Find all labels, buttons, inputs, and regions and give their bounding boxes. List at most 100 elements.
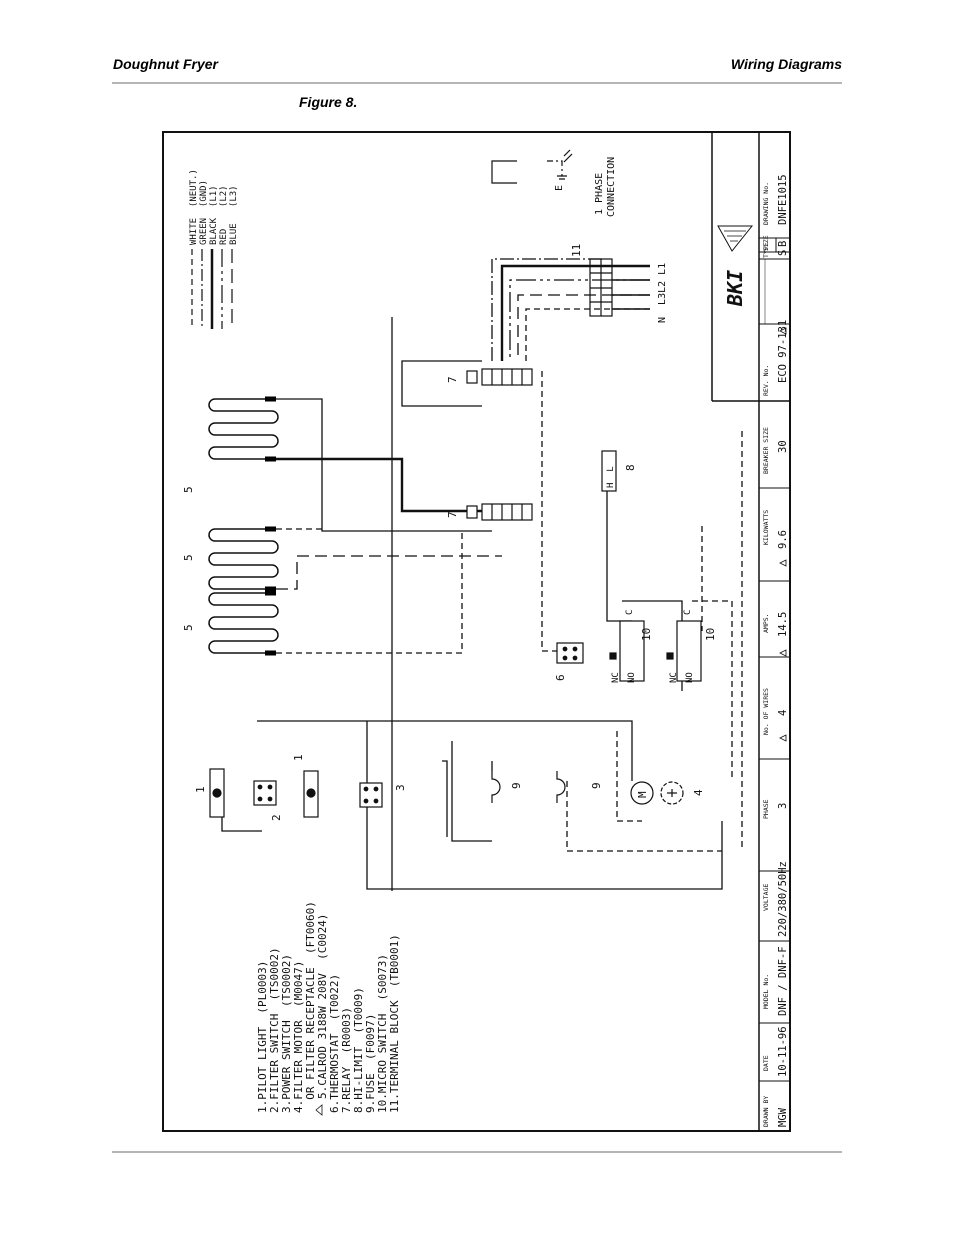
relay-7-top [466,368,533,386]
wire-neutral-main [525,308,650,361]
part-9: 9.FUSE (F0097) [364,1014,377,1113]
value-wires: 4 [777,710,789,716]
value-size: B [777,241,789,247]
part-10: 10.MICRO SWITCH (S0073) [376,954,389,1113]
wires [221,258,743,891]
label-no-a: NO [627,672,637,683]
micro-switch-10a [609,620,645,682]
diagram-frame [162,131,791,1132]
bki-logo-text: BKI [723,270,747,307]
part-7: 7.RELAY (R0003) [340,1007,353,1113]
wire-elem-3 [276,555,502,590]
wire-bottom-3 [566,781,722,852]
part-4b: OR FILTER RECEPTACLE (FT0060) [304,901,317,1113]
part-5: 5.CALROD 3188W 208V (C0024) [316,914,329,1099]
part-1: 1.PILOT LIGHT (PL0003) [256,961,269,1113]
value-kw: 9.6 [777,530,789,549]
callout-9a: 9 [510,782,523,789]
footer-rule [112,1151,842,1153]
title-block [711,131,790,1130]
title-block-labels: DRAWN BY DATE MODEL No. VOLTAGE PHASE No… [762,182,770,1127]
legend-white: WHITE (NEUT.) [189,169,199,245]
calrod-2 [208,528,279,590]
wire-thermostat [541,371,572,652]
label-c-b: C [683,610,693,615]
micro-switch-10b [666,620,702,682]
one-phase-connection [491,149,573,184]
filter-switch-2 [253,780,277,806]
label-type: TYPE [762,242,770,258]
callout-10b: 10 [704,628,717,641]
wire-relay-feed [276,398,492,532]
callout-6: 6 [554,674,567,681]
header-title: Doughnut Fryer [113,56,218,72]
parts-list: 1.PILOT LIGHT (PL0003) 2.FILTER SWITCH (… [256,901,401,1116]
logo-stripes-icon [724,230,746,242]
figure-caption: Figure 8. [299,94,358,110]
label-amps: AMPS. [762,613,770,633]
part-8: 8.HI-LIMIT (T0009) [352,987,365,1113]
bki-logo: BKI [717,225,754,307]
callout-8: 8 [624,464,637,471]
label-no-b: NO [685,672,695,683]
label-voltage: VOLTAGE [762,884,770,911]
wire-elem-4 [276,531,463,654]
calrod-1 [208,398,279,460]
header-rule [112,82,842,84]
value-drawn-by: MGW [777,1107,789,1127]
power-switch-3 [359,782,383,808]
hi-limit-label: H L [606,466,616,488]
one-phase-labels: E 1 PHASE CONNECTION [554,157,617,217]
revision-triangles [779,327,787,742]
wire-blue-main [517,294,650,361]
part-3: 3.POWER SWITCH (TS0002) [280,954,293,1113]
thermostat-6 [556,642,584,664]
wire-legend: WHITE (NEUT.) GREEN (GND) BLACK (L1) RED… [189,169,239,329]
wire-elem-1 [276,457,492,513]
wire-micro-2 [692,600,733,781]
value-drawing: DNFE1015 [777,174,789,225]
ground-label: E [554,185,565,191]
callouts: 1 1 2 3 4 5 5 5 6 7 7 8 9 9 10 10 11 [182,244,717,821]
callout-5c: 5 [182,624,195,631]
value-voltage: 220/380/50Hz [777,861,789,937]
callout-3: 3 [394,784,407,791]
callout-11: 11 [570,244,583,257]
legend-green: GREEN (GND) [199,180,209,245]
label-breaker: BREAKER SIZE [762,427,770,474]
relay-7-bottom [466,503,533,521]
callout-4: 4 [692,789,705,796]
terminal-block-11 [589,258,650,317]
label-c-a: C [625,610,635,615]
label-drawn-by: DRAWN BY [762,1096,770,1127]
fuses-9 [491,771,566,803]
callout-1b: 1 [292,754,305,761]
label-wires: No. OF WIRES [762,688,770,735]
wire-motor [616,731,642,822]
label-kw: KILOWATTS [762,510,770,545]
label-nc-b: NC [669,672,679,683]
part-11: 11.TERMINAL BLOCK (TB0001) [388,934,401,1113]
heating-elements [208,396,279,656]
callout-7b: 7 [446,511,459,518]
wire-gnd-main [491,258,602,361]
calrod-3 [208,592,279,654]
callout-9b: 9 [590,782,603,789]
part-4: 4.FILTER MOTOR (M0047) [292,961,305,1113]
terminal-labels: N L3L2 L1 [657,263,668,323]
motor-4: M [630,781,684,805]
pilot-light-1 [209,768,225,818]
callout-5b: 5 [182,554,195,561]
callout-10a: 10 [640,628,653,641]
wire-top-loop [401,360,482,407]
label-drawing: DRAWING No. [762,182,770,225]
label-date: DATE [762,1055,770,1071]
header-section: Wiring Diagrams [730,56,842,72]
revision-triangle-icon [315,1104,323,1116]
value-breaker: 30 [777,440,789,453]
part-6: 6.THERMOSTAT (T0022) [328,974,341,1113]
value-phase: 3 [777,803,789,809]
callout-2: 2 [270,814,283,821]
wire-bottom-2 [442,760,448,837]
label-nc-a: NC [611,672,621,683]
